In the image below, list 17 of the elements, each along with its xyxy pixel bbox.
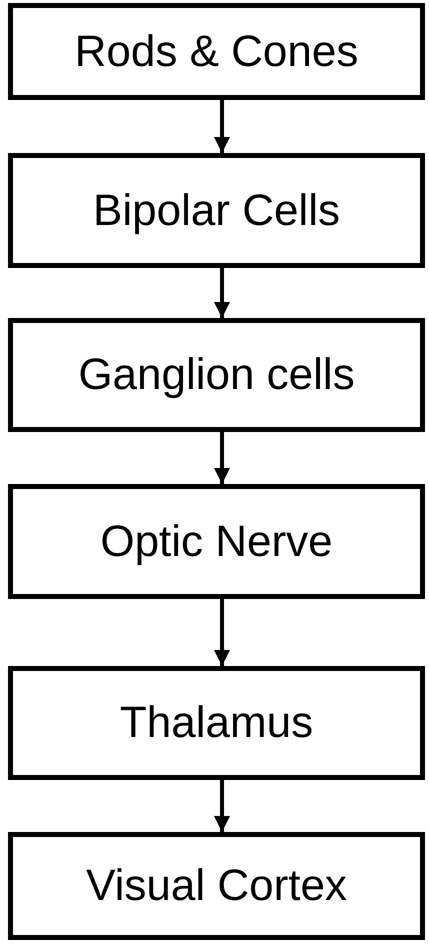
arrow (214, 780, 230, 832)
arrow (214, 268, 230, 318)
process-box (8, 832, 425, 940)
box-label: Ganglion cells (78, 350, 355, 400)
arrow (214, 599, 230, 666)
process-box (8, 3, 425, 100)
box-label: Bipolar Cells (93, 186, 340, 236)
arrow (214, 100, 230, 153)
box-label: Rods & Cones (74, 26, 358, 76)
box-label: Optic Nerve (100, 516, 333, 566)
box-label: Thalamus (120, 698, 314, 748)
process-box (8, 666, 425, 780)
arrow (214, 432, 230, 484)
process-box (8, 153, 425, 268)
box-label: Visual Cortex (86, 861, 347, 911)
process-box (8, 318, 425, 432)
process-box (8, 484, 425, 599)
